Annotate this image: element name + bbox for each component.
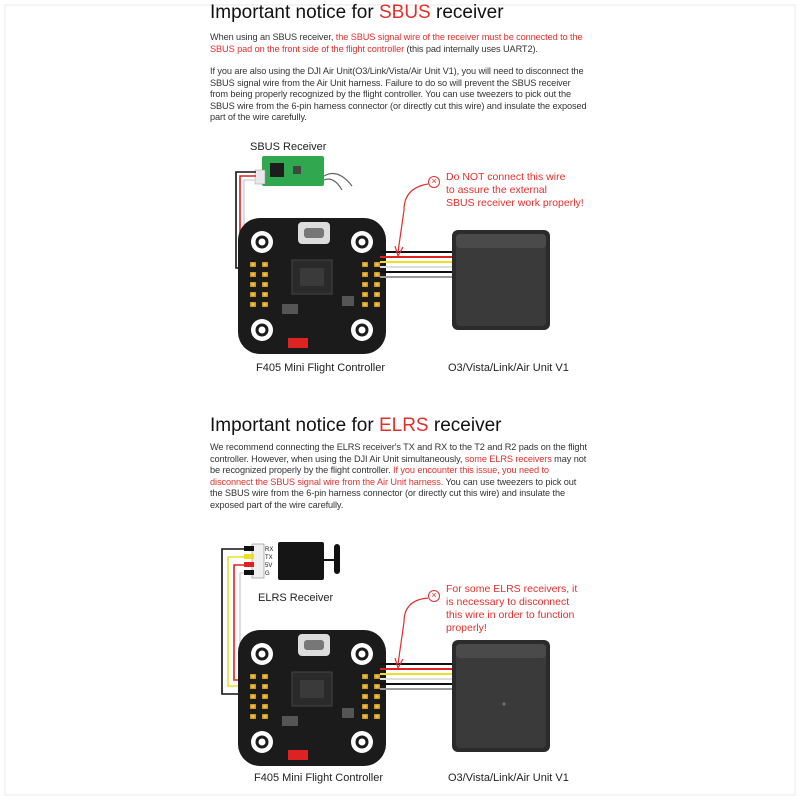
elrs-receiver-board xyxy=(244,542,340,580)
sbus-p1-highlight: the SBUS signal wire of the receiver mus… xyxy=(210,32,583,54)
sbus-paragraph-1: When using an SBUS receiver, the SBUS si… xyxy=(210,32,590,55)
sbus-flight-controller xyxy=(238,218,386,354)
sbus-air-unit-label: O3/Vista/Link/Air Unit V1 xyxy=(448,362,569,374)
elrs-pin-g: G xyxy=(265,571,270,577)
sbus-p1-text: When using an SBUS receiver, xyxy=(210,32,336,42)
elrs-pin-5v: 5V xyxy=(265,563,273,569)
elrs-p-text-2: may not be recognized properly by the fl… xyxy=(210,453,587,476)
sbus-receiver-board xyxy=(254,156,353,191)
elrs-pin-rx: RX xyxy=(265,547,274,553)
title-prefix: Important notice for xyxy=(210,415,379,436)
elrs-p-text-3: You can use tweezers to pick out the SBU… xyxy=(210,476,577,510)
sbus-fc-pads xyxy=(250,262,380,307)
sbus-warning-text: Do NOT connect this wire to assure the e… xyxy=(446,171,584,209)
sbus-section-title: Important notice for SBUS receiver xyxy=(210,2,504,24)
sbus-harness xyxy=(380,251,454,278)
sbus-paragraph-2: If you are also using the DJI Air Unit(O… xyxy=(210,66,587,123)
sbus-fc-label: F405 Mini Flight Controller xyxy=(256,362,385,374)
elrs-p-text-1: We recommend connecting the ELRS receive… xyxy=(210,442,587,464)
elrs-warning-arrow xyxy=(397,597,429,665)
elrs-paragraph: We recommend connecting the ELRS receive… xyxy=(210,442,590,512)
elrs-flight-controller xyxy=(238,630,386,766)
warning-x-icon: × xyxy=(428,176,440,188)
elrs-fc-pads xyxy=(250,674,380,719)
elrs-air-unit xyxy=(452,640,550,752)
elrs-harness xyxy=(380,663,454,690)
sbus-air-unit xyxy=(452,230,550,330)
warning-x-icon: × xyxy=(428,590,440,602)
title-suffix: receiver xyxy=(430,2,504,23)
elrs-section-title: Important notice for ELRS receiver xyxy=(210,415,501,437)
elrs-p-highlight-2: If you encounter this issue, you need to… xyxy=(210,465,549,487)
elrs-pin-tx: TX xyxy=(265,555,273,561)
elrs-fc-label: F405 Mini Flight Controller xyxy=(254,772,383,784)
title-suffix: receiver xyxy=(428,415,502,436)
elrs-air-unit-label: O3/Vista/Link/Air Unit V1 xyxy=(448,772,569,784)
title-accent-elrs: ELRS xyxy=(378,415,429,436)
elrs-p-highlight-1: some ELRS receivers xyxy=(464,453,552,464)
title-accent-sbus: SBUS xyxy=(378,2,431,23)
elrs-warning-text: For some ELRS receivers, it is necessary… xyxy=(446,583,578,634)
elrs-receiver-label: ELRS Receiver xyxy=(258,592,334,604)
sbus-receiver-label: SBUS Receiver xyxy=(250,141,327,153)
sbus-p1-text-end: (this pad internally uses UART2). xyxy=(404,43,538,54)
title-prefix: Important notice for xyxy=(210,2,379,23)
sbus-warning-arrow xyxy=(397,183,429,253)
